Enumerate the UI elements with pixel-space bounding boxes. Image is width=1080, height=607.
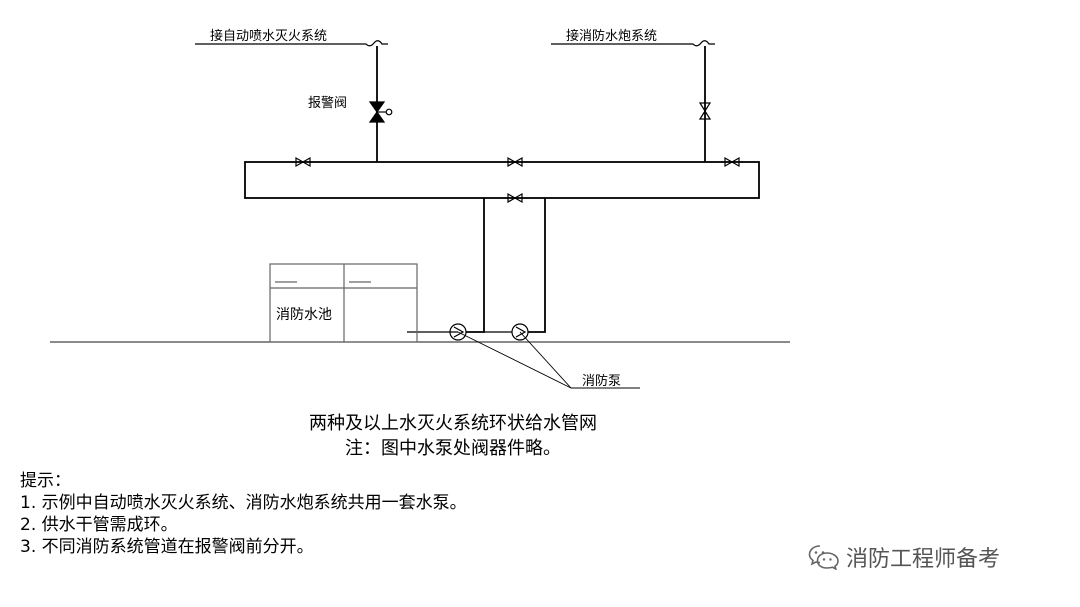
- pump1-discharge-pipe: [466, 198, 485, 333]
- pump-icon: [511, 323, 529, 341]
- alarm-valve-icon: [368, 101, 393, 123]
- gate-valve-icon: [507, 192, 523, 204]
- note-item: 2. 供水干管需成环。: [20, 515, 178, 535]
- gate-valve-icon: [295, 156, 311, 168]
- diagram-title: 两种及以上水灭火系统环状给水管网: [309, 413, 597, 434]
- gate-valve-icon: [724, 156, 740, 168]
- fire-water-tank: [269, 263, 418, 343]
- pump-label: 消防泵: [582, 373, 621, 389]
- ring-main-pipe: [244, 161, 760, 199]
- note-item: 3. 不同消防系统管道在报警阀前分开。: [20, 537, 314, 557]
- gate-valve-icon: [507, 156, 523, 168]
- sprinkler-label: 接自动喷水灭火系统: [210, 28, 327, 44]
- tank-label: 消防水池: [276, 307, 332, 323]
- pump-icon: [449, 323, 467, 341]
- pump-label-leader: [457, 331, 640, 389]
- cannon-label-leader: [551, 40, 715, 47]
- watermark-text: 消防工程师备考: [846, 547, 1001, 572]
- notes-block: 提示： 1. 示例中自动喷水灭火系统、消防水炮系统共用一套水泵。 2. 供水干管…: [20, 470, 467, 558]
- cannon-label: 接消防水炮系统: [566, 28, 657, 44]
- pump2-discharge-pipe: [528, 198, 546, 333]
- wechat-icon: [808, 545, 839, 570]
- watermark: 消防工程师备考: [808, 542, 1000, 572]
- gate-valve-icon: [698, 102, 712, 120]
- notes-heading: 提示：: [20, 471, 71, 491]
- diagram-note: 注：图中水泵处阀器件略。: [345, 438, 561, 459]
- sprinkler-label-leader: [195, 40, 388, 47]
- alarm-valve-label: 报警阀: [308, 95, 347, 111]
- note-item: 1. 示例中自动喷水灭火系统、消防水炮系统共用一套水泵。: [20, 493, 467, 513]
